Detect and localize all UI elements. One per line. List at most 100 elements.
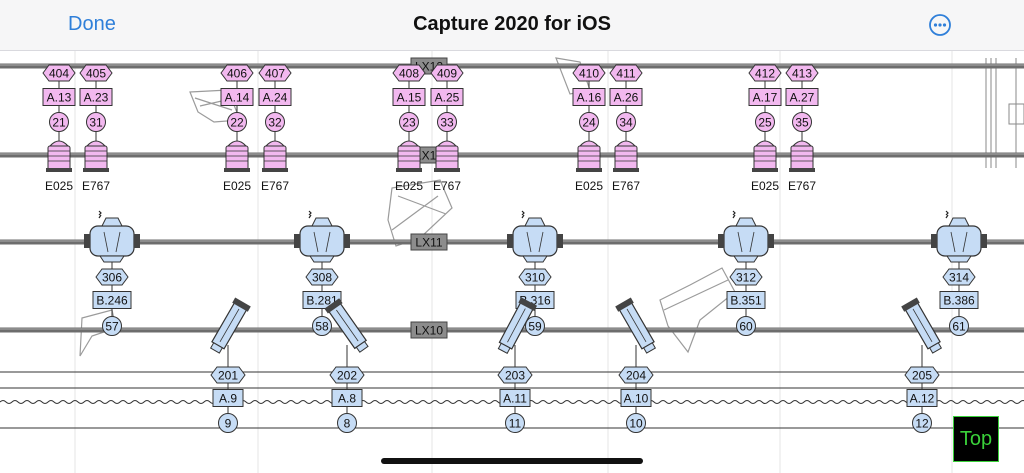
- fixture-id-shape: [305, 268, 339, 286]
- fixture-channel: B.246: [96, 294, 128, 308]
- head-top: [735, 217, 757, 227]
- head-top: [948, 217, 970, 227]
- fixture-channel: A.25: [435, 91, 460, 105]
- fixture-channel-shape: [726, 291, 766, 309]
- fixture-address-shape: [912, 413, 932, 433]
- fixture-lens: [791, 140, 813, 147]
- fixture-rib: [219, 308, 240, 343]
- fixture-lens: [226, 140, 248, 147]
- fixture-id-shape: [729, 268, 763, 286]
- fixture-address: 25: [758, 116, 772, 130]
- fixture-channel: A.24: [263, 91, 288, 105]
- fixture-type: E025: [45, 179, 73, 193]
- fixture-tail: [928, 342, 943, 354]
- fixture-id-shape: [572, 64, 606, 82]
- fixture-channel-shape: [609, 88, 643, 106]
- fixture-channel: A.10: [624, 392, 649, 406]
- head-detail: [115, 231, 121, 253]
- head-yoke-left: [931, 234, 937, 248]
- fixture-yoke: [613, 168, 639, 172]
- fixture-lens: [398, 140, 420, 147]
- fixture-address-shape: [399, 112, 419, 132]
- head-body: [89, 225, 135, 257]
- fixture-address: 34: [619, 116, 633, 130]
- lightning-icon: [98, 210, 102, 219]
- fixture-id: 314: [949, 271, 969, 285]
- fixture-address: 9: [225, 417, 232, 431]
- fixture-address-shape: [579, 112, 599, 132]
- fixture-lens: [578, 140, 600, 147]
- page-title: Capture 2020 for iOS: [413, 13, 611, 35]
- fixture-body-group: [324, 298, 369, 353]
- fixture-body-group: [209, 297, 251, 354]
- fixture-address-shape: [626, 413, 646, 433]
- light-plot-canvas[interactable]: LX12LX13LX11LX10404A.1321E025405A.2331E7…: [0, 51, 1024, 473]
- fixture-id-shape: [430, 64, 464, 82]
- fixture-address: 8: [344, 417, 351, 431]
- fixture-id: 408: [399, 67, 419, 81]
- fixture-id: 308: [312, 271, 332, 285]
- pipe-label: LX11: [415, 236, 442, 250]
- fixture-id-shape: [329, 366, 365, 384]
- fixture-channel-shape: [572, 88, 606, 106]
- fixture-id: 409: [437, 67, 457, 81]
- scroll-to-top-button[interactable]: Top: [953, 416, 999, 462]
- head-yoke-right: [981, 234, 987, 248]
- fixture-type: E025: [395, 179, 423, 193]
- fixture-address: 22: [230, 116, 244, 130]
- fixture-type: E767: [788, 179, 816, 193]
- pipe-lx12: LX12: [0, 57, 1024, 75]
- done-button[interactable]: Done: [68, 13, 116, 35]
- fixture-id: 203: [505, 369, 525, 383]
- fixture-id-shape: [609, 64, 643, 82]
- right-structure: [985, 58, 1024, 168]
- head-base: [99, 255, 125, 263]
- fixture-id-shape: [942, 268, 976, 286]
- pipe-tag-box: [410, 233, 448, 251]
- ellipsis-circle-icon[interactable]: [929, 14, 951, 36]
- navigation-bar: Done Capture 2020 for iOS: [0, 0, 1024, 51]
- fixture-channel-shape: [430, 88, 464, 106]
- fixture-address-shape: [312, 316, 332, 336]
- fixture-body: [397, 145, 421, 171]
- fixture-id: 407: [265, 67, 285, 81]
- fixture-body: [753, 145, 777, 171]
- fixture-id: 404: [49, 67, 69, 81]
- fixture-id-shape: [785, 64, 819, 82]
- fixture-address-shape: [102, 316, 122, 336]
- fixture-body: [790, 145, 814, 171]
- fixture-id: 201: [218, 369, 238, 383]
- fixture-tail: [209, 342, 224, 354]
- fixture-channel: A.8: [338, 392, 356, 406]
- fixture-address: 10: [629, 417, 643, 431]
- fixture-id: 202: [337, 369, 357, 383]
- lightning-icon: [945, 210, 949, 219]
- head-detail: [962, 231, 968, 253]
- fixture-channel: A.13: [47, 91, 72, 105]
- fixture-body: [84, 145, 108, 171]
- fixture-channel: A.12: [910, 392, 935, 406]
- grid-lines: [74, 51, 953, 473]
- fixture-channel: A.15: [397, 91, 422, 105]
- fixture-channel-shape: [42, 88, 76, 106]
